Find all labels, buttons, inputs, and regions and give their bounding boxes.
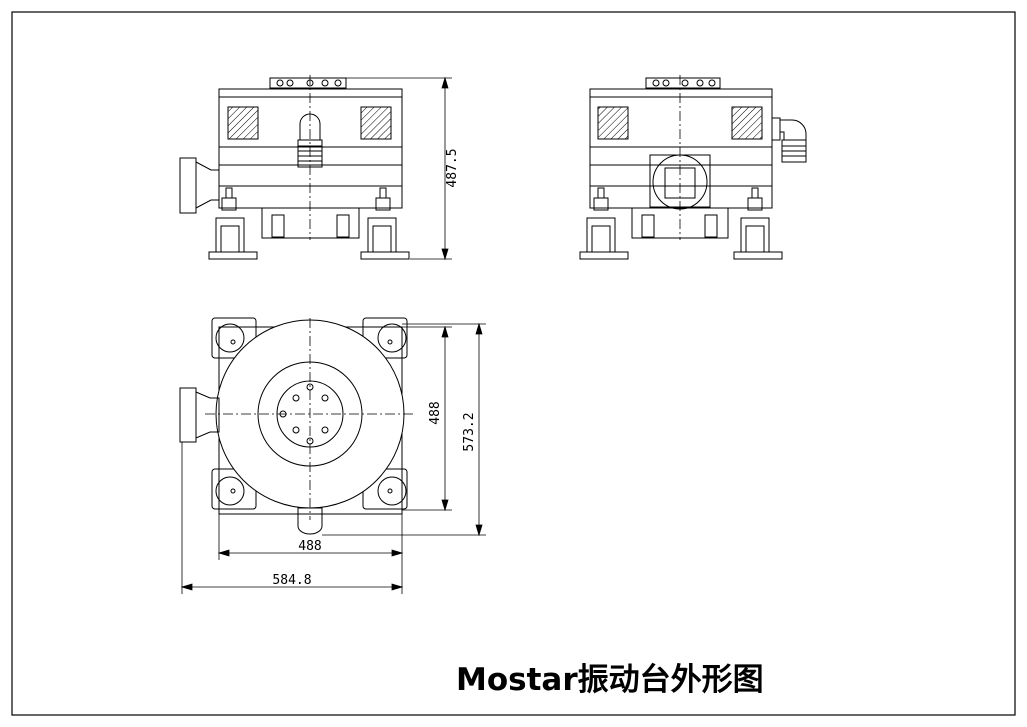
dimension-label-top-depth-outer: 573.2 [462, 412, 477, 451]
dimension-side-height [340, 76, 452, 261]
side-view [579, 75, 807, 260]
dimension-label-side-height: 487.5 [445, 148, 460, 187]
top-view-dimensions [180, 322, 486, 594]
dimension-label-top-depth-inner: 488 [428, 401, 443, 424]
front-view [179, 75, 410, 260]
top-view [179, 317, 415, 535]
drawing-title: Mostar振动台外形图 [456, 662, 764, 698]
sheet-border [11, 11, 1016, 716]
dimension-label-top-width-inner: 488 [298, 539, 321, 554]
dimension-label-top-width-outer: 584.8 [272, 573, 311, 588]
